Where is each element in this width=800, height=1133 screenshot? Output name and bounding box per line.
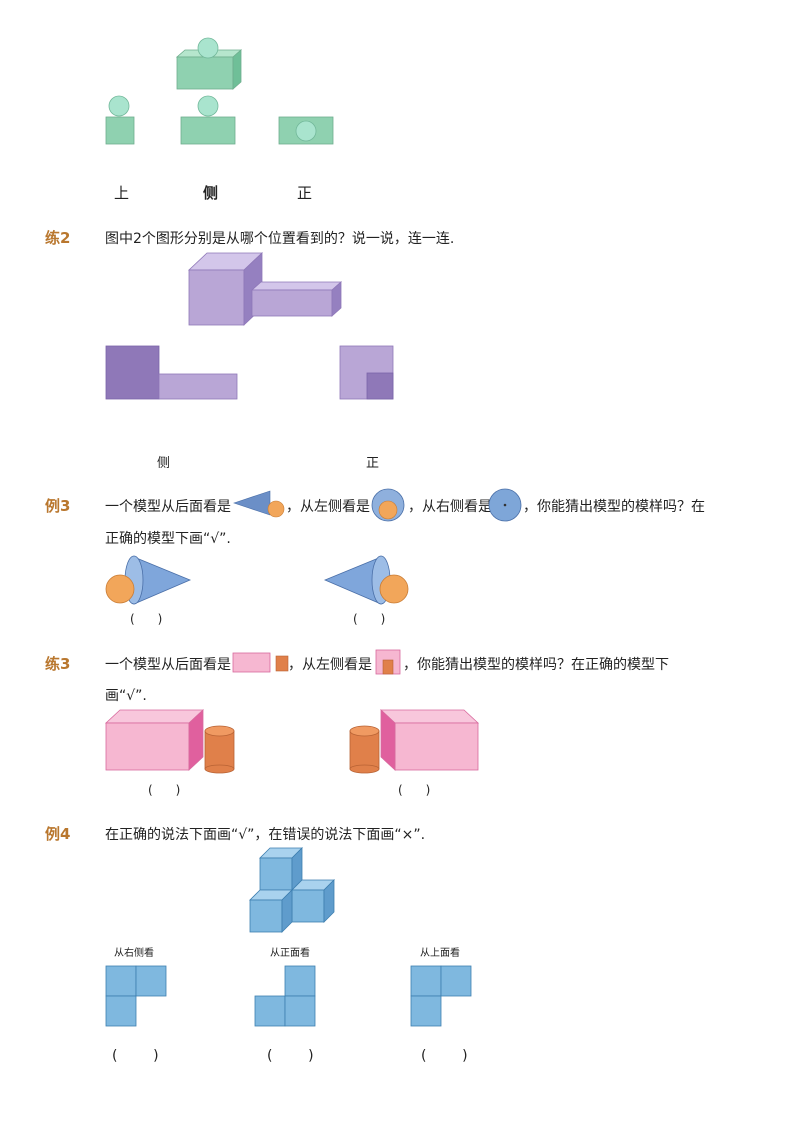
view-label-front: 从正面看 (270, 948, 310, 959)
cone-model-b (323, 555, 409, 605)
label-side: 侧 (203, 184, 219, 202)
example-3-question-part4: ，你能猜出模型的模样吗？在 (523, 499, 705, 515)
exercise-tag-2: 练2 (45, 229, 71, 247)
cuboid-back-view-icon (232, 652, 289, 673)
answer-paren-g[interactable]: ( ) (421, 1048, 468, 1064)
cone-left-view-icon (371, 488, 405, 522)
label-top: 上 (114, 184, 130, 202)
blue-cube-model (249, 847, 335, 933)
answer-paren-e[interactable]: ( ) (112, 1048, 159, 1064)
view-label-top: 从上面看 (420, 948, 460, 959)
purple-block-model (187, 252, 343, 326)
example-3-question-part3: ，从右侧看是 (408, 499, 492, 515)
blue-view-front-shape (254, 965, 316, 1027)
cuboid-model-b (349, 709, 480, 774)
label-front: 正 (297, 184, 313, 202)
example-3-question-part1: 一个模型从后面看是 (105, 499, 231, 515)
exercise-tag-3: 练3 (45, 655, 71, 673)
exercise-2-question: 图中2个图形分别是从哪个位置看到的？说一说，连一连. (105, 231, 455, 247)
green-view-side-shape (180, 95, 236, 145)
answer-paren-b[interactable]: ( ) (353, 612, 386, 626)
cone-back-view-icon (233, 490, 285, 518)
cone-right-view-icon (488, 488, 522, 522)
cuboid-left-view-icon (375, 649, 401, 675)
exercise-3-question-part1: 一个模型从后面看是 (105, 657, 231, 673)
purple-view-side-shape (105, 345, 238, 400)
label-side-2: 侧 (157, 456, 171, 471)
example-4-question: 在正确的说法下面画“√”，在错误的说法下面画“×”. (105, 827, 426, 843)
blue-view-right-shape (105, 965, 167, 1027)
exercise-3-question-part2: ，从左侧看是 (288, 657, 372, 673)
purple-view-front-shape (339, 345, 394, 400)
view-label-right: 从右侧看 (114, 948, 154, 959)
answer-paren-c[interactable]: ( ) (148, 783, 181, 797)
answer-paren-d[interactable]: ( ) (398, 783, 431, 797)
green-view-front-shape (278, 116, 334, 145)
answer-paren-f[interactable]: ( ) (267, 1048, 314, 1064)
example-tag-3: 例3 (45, 497, 71, 515)
green-block-model (175, 37, 243, 90)
blue-view-top-shape (410, 965, 472, 1027)
exercise-3-question-line2: 画“√”. (105, 688, 147, 704)
example-3-question-part2: ，从左侧看是 (286, 499, 370, 515)
example-tag-4: 例4 (45, 825, 71, 843)
answer-paren-a[interactable]: ( ) (130, 612, 163, 626)
cone-model-a (105, 555, 192, 605)
example-3-question-line2: 正确的模型下画“√”. (105, 531, 231, 547)
label-front-2: 正 (366, 456, 380, 471)
cuboid-model-a (104, 709, 235, 774)
exercise-3-question-part3: ，你能猜出模型的模样吗？在正确的模型下 (403, 657, 669, 673)
green-view-top-shape (105, 95, 135, 145)
